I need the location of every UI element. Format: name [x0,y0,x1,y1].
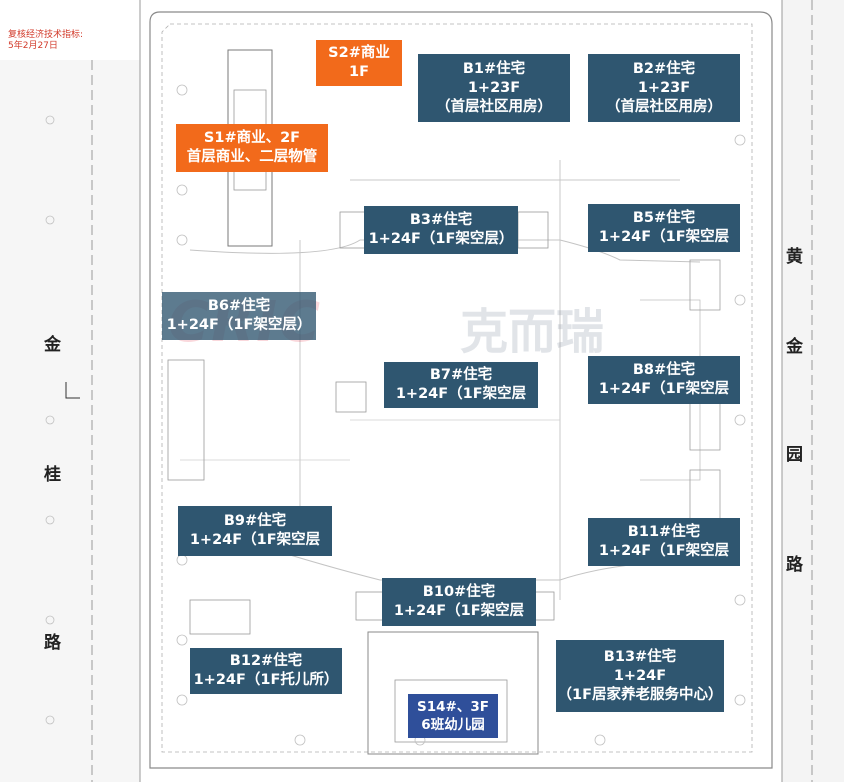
right-road-char-3: 园 [786,445,803,465]
building-s2-floors: 1F [349,64,369,80]
building-b1-label: B1#住宅 1+23F （首层社区用房） [418,54,570,122]
left-road-char-2: 桂 [44,465,61,485]
building-b2-name: B2#住宅 [632,60,696,77]
building-s14-use: 6班幼儿园 [421,717,485,733]
right-road-char-2: 金 [786,337,803,357]
building-b12-label: B12#住宅 1+24F（1F托儿所） [190,648,342,694]
building-s2-label: S2#商业 1F [316,40,402,86]
building-b10-floors: 1+24F（1F架空层 [393,603,525,619]
building-s1-label: S1#商业、2F 首层商业、二层物管 [176,124,328,172]
building-b8-floors: 1+24F（1F架空层 [598,381,730,397]
corner-note-line1: 复核经济技术指标: [8,30,84,40]
building-b2-floors: 1+23F [637,79,691,96]
building-b7-name: B7#住宅 [429,367,493,383]
building-b13-use: （1F居家养老服务中心） [557,686,723,703]
building-b1-floors: 1+23F [467,79,521,96]
building-b12-name: B12#住宅 [229,653,303,669]
building-b13-floors: 1+24F [613,667,667,684]
building-b9-label: B9#住宅 1+24F（1F架空层 [178,506,332,556]
left-road-strip [0,60,140,782]
right-road-char-4: 路 [786,555,803,575]
north-arrow-marker [65,382,80,399]
right-road-char-1: 黄 [786,247,803,267]
corner-note-line2: 5年2月27日 [8,41,58,51]
building-b9-name: B9#住宅 [223,513,287,529]
building-b12-floors: 1+24F（1F托儿所） [193,672,339,688]
building-s2-name: S2#商业 [328,45,390,61]
left-road-char-3: 路 [44,633,61,653]
building-b8-label: B8#住宅 1+24F（1F架空层 [588,356,740,404]
watermark-brand: 克而瑞 [460,304,605,360]
building-b6-name: B6#住宅 [207,298,271,314]
building-b3-name: B3#住宅 [409,212,473,228]
building-b11-label: B11#住宅 1+24F（1F架空层 [588,518,740,566]
building-b6-label: B6#住宅 1+24F（1F架空层） [162,292,316,340]
building-b9-floors: 1+24F（1F架空层 [189,532,321,548]
building-b3-floors: 1+24F（1F架空层） [368,231,514,247]
building-s14-label: S14#、3F 6班幼儿园 [408,694,498,738]
building-b7-floors: 1+24F（1F架空层 [395,386,527,402]
building-b10-label: B10#住宅 1+24F（1F架空层 [382,578,536,626]
left-road-char-1: 金 [44,335,61,355]
building-b5-label: B5#住宅 1+24F（1F架空层 [588,204,740,252]
building-b3-label: B3#住宅 1+24F（1F架空层） [364,206,518,254]
building-s14-name: S14#、3F [417,699,489,715]
site-boundary [149,11,773,769]
building-b2-label: B2#住宅 1+23F （首层社区用房） [588,54,740,122]
building-s1-name: S1#商业、2F [203,130,301,146]
building-b1-name: B1#住宅 [462,60,526,77]
building-b10-name: B10#住宅 [422,584,496,600]
building-b5-name: B5#住宅 [632,210,696,226]
building-b6-floors: 1+24F（1F架空层） [166,317,312,333]
building-b7-label: B7#住宅 1+24F（1F架空层 [384,362,538,408]
corner-note: 复核经济技术指标: 5年2月27日 [8,30,83,52]
building-b13-name: B13#住宅 [603,648,677,665]
building-b5-floors: 1+24F（1F架空层 [598,229,730,245]
building-b8-name: B8#住宅 [632,362,696,378]
right-road-strip [782,0,844,782]
building-b11-name: B11#住宅 [627,524,701,540]
inner-boundary [161,23,753,753]
building-b13-label: B13#住宅 1+24F （1F居家养老服务中心） [556,640,724,712]
building-b11-floors: 1+24F（1F架空层 [598,543,730,559]
building-b2-use: （首层社区用房） [606,98,722,115]
building-b1-use: （首层社区用房） [436,98,552,115]
building-s1-use: 首层商业、二层物管 [186,149,318,165]
